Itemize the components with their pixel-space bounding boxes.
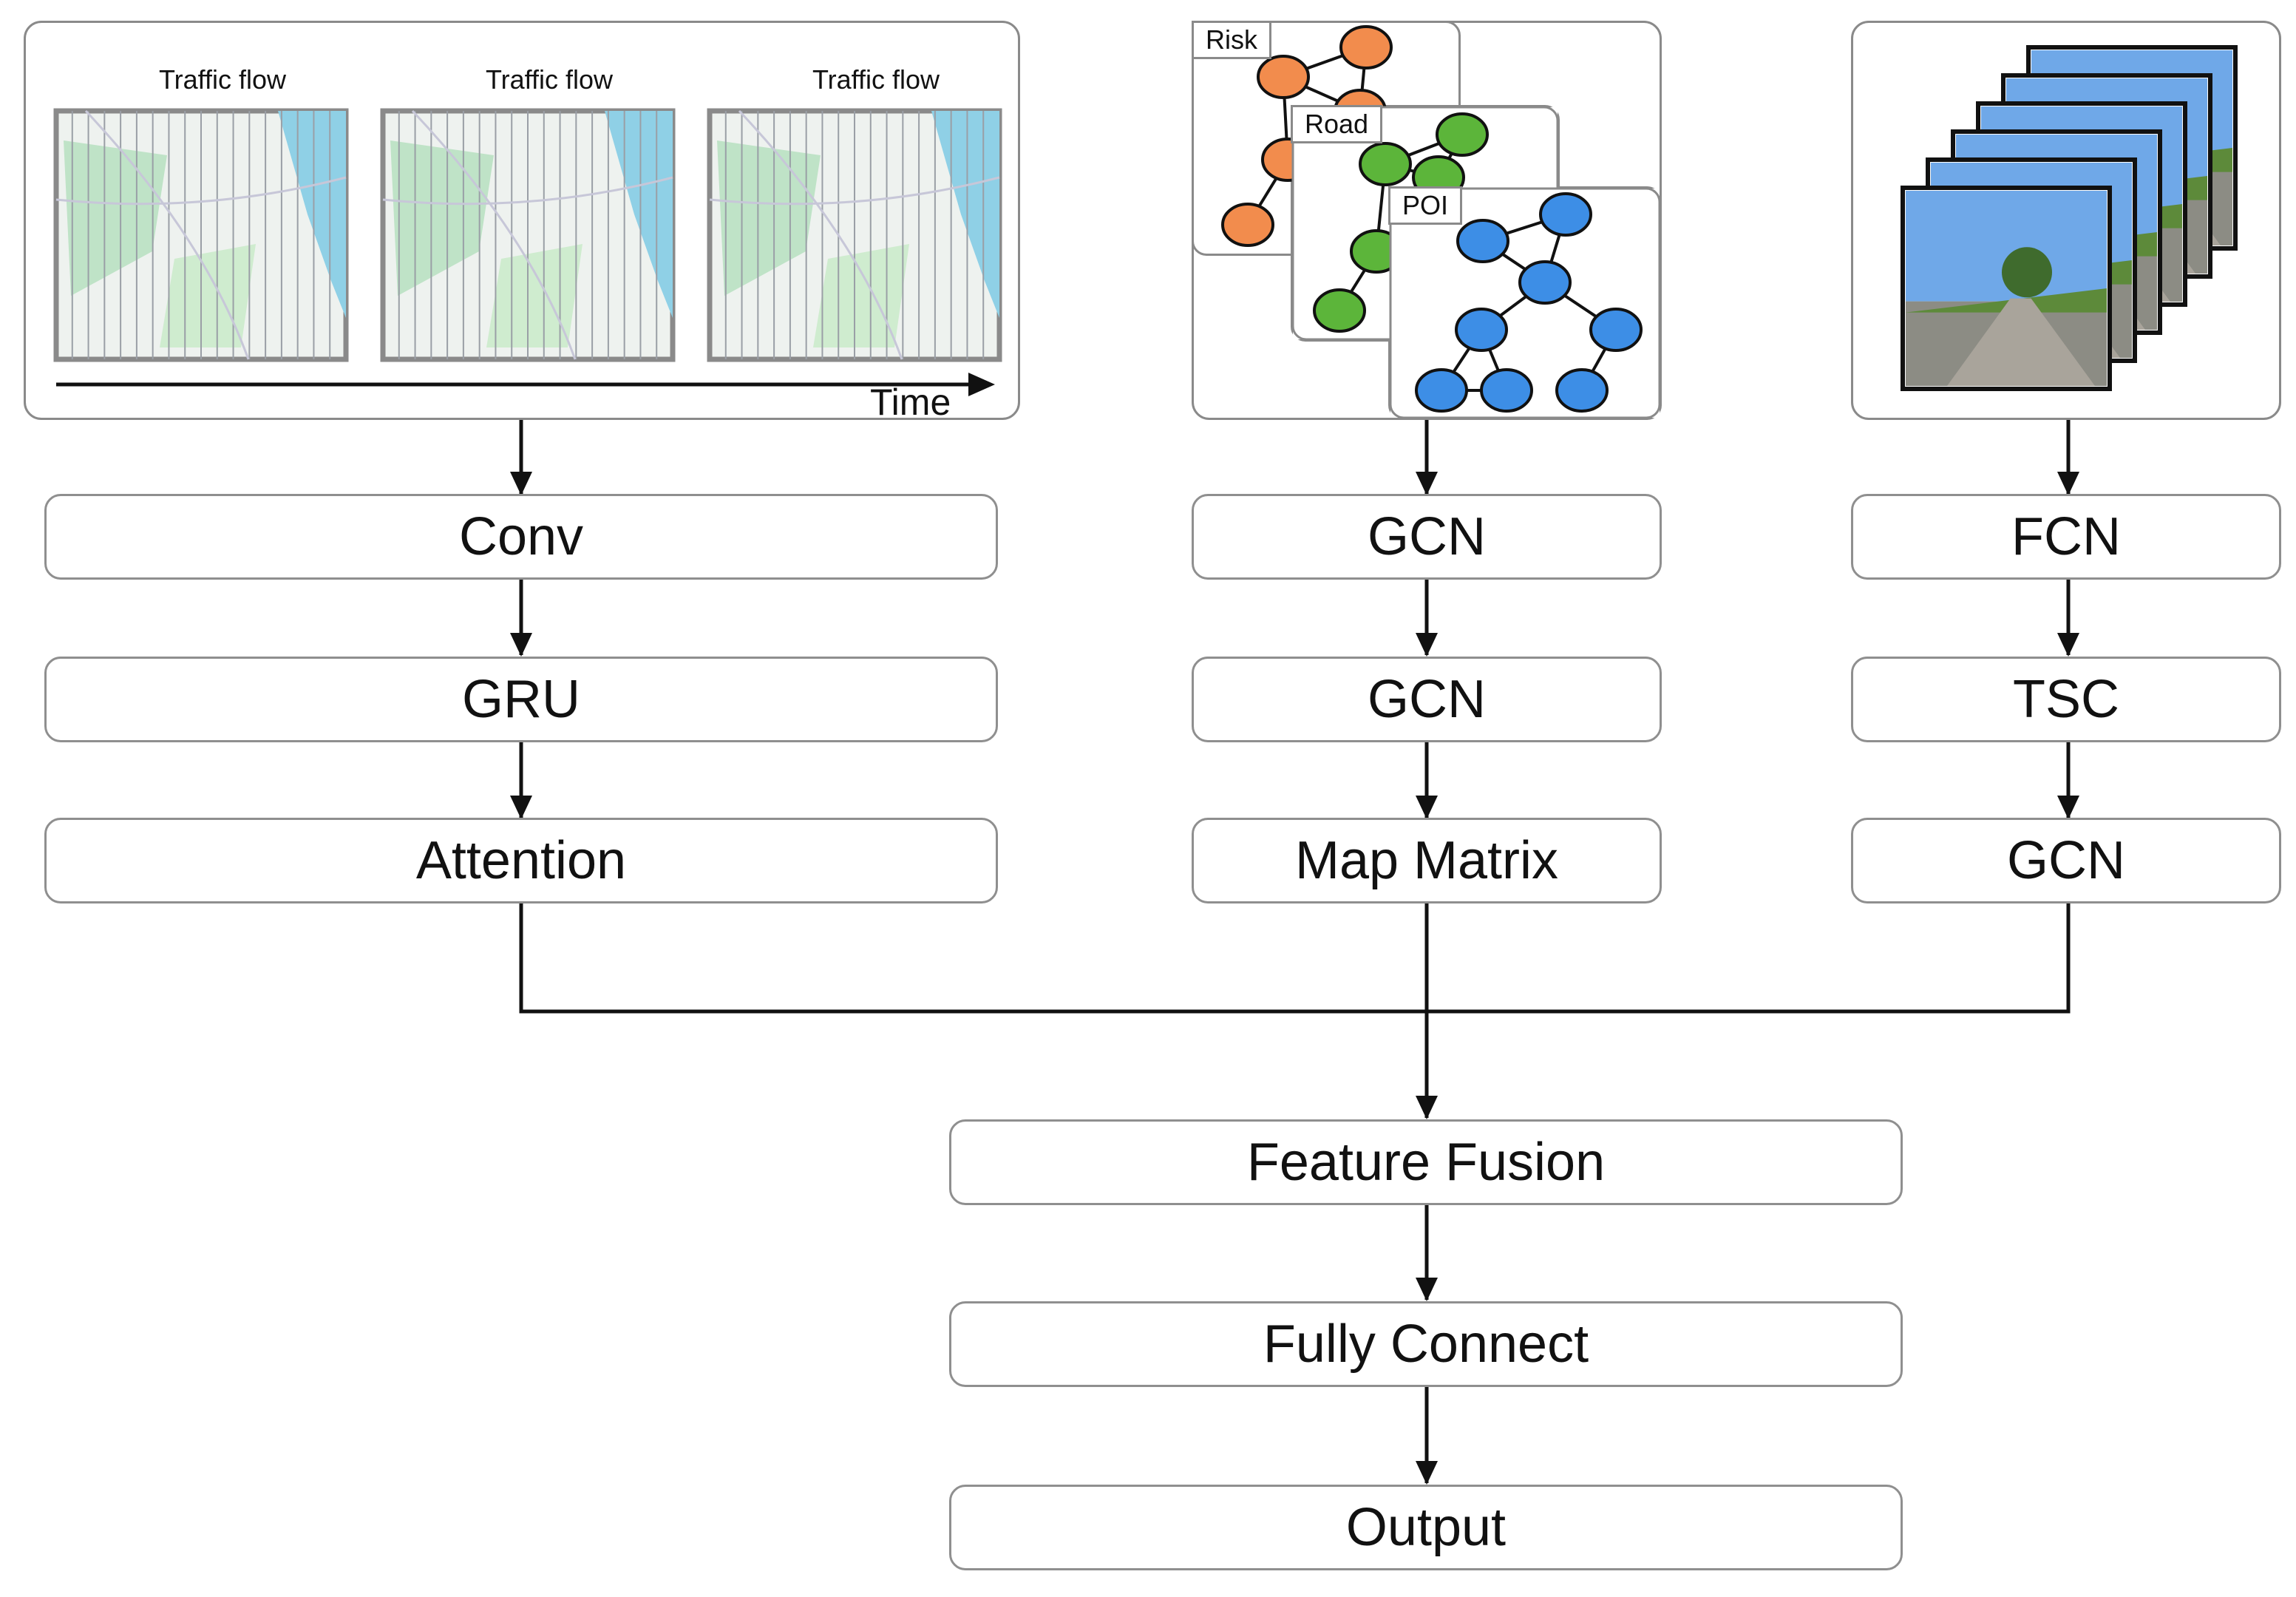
poi-graph xyxy=(1415,192,1643,413)
traffic-flow-label-2: Traffic flow xyxy=(485,64,614,95)
risk-node-2 xyxy=(1257,55,1310,99)
traffic-map-3 xyxy=(707,108,1002,362)
attention-box: Attention xyxy=(44,818,998,903)
poi-node-8 xyxy=(1555,368,1609,413)
poi-node-5 xyxy=(1589,308,1643,352)
poi-node-7 xyxy=(1480,368,1533,413)
time-axis-arrowhead xyxy=(968,373,995,396)
risk-graph-label: Risk xyxy=(1192,21,1271,59)
traffic-flow-label-3: Traffic flow xyxy=(812,64,940,95)
time-axis-label: Time xyxy=(870,382,951,423)
output-box: Output xyxy=(949,1485,1903,1570)
fcn-box: FCN xyxy=(1851,494,2281,580)
poi-node-1 xyxy=(1456,219,1509,263)
poi-node-6 xyxy=(1415,368,1468,413)
tsc-box: TSC xyxy=(1851,657,2281,742)
road-graph-label: Road xyxy=(1291,105,1383,143)
gcn-box-1: GCN xyxy=(1192,494,1662,580)
risk-graph xyxy=(1221,25,1393,247)
risk-node-4 xyxy=(1221,203,1274,247)
street-image-6 xyxy=(1901,186,2112,391)
poi-node-2 xyxy=(1539,192,1592,237)
poi-node-3 xyxy=(1518,260,1572,305)
map-matrix-box: Map Matrix xyxy=(1192,818,1662,903)
feature-fusion-box: Feature Fusion xyxy=(949,1119,1903,1205)
poi-graph-label: POI xyxy=(1388,186,1463,225)
conv-box: Conv xyxy=(44,494,998,580)
traffic-map-2 xyxy=(380,108,676,362)
gcn-box-2: GCN xyxy=(1192,657,1662,742)
gru-box: GRU xyxy=(44,657,998,742)
risk-node-1 xyxy=(1339,25,1393,69)
road-node-2 xyxy=(1359,142,1412,186)
fully-connect-box: Fully Connect xyxy=(949,1301,1903,1387)
merge-line-left xyxy=(519,903,1427,1014)
poi-node-4 xyxy=(1455,308,1508,352)
image-stack xyxy=(1901,45,2238,391)
image-gcn-box: GCN xyxy=(1851,818,2281,903)
traffic-flow-label-1: Traffic flow xyxy=(158,64,287,95)
road-node-1 xyxy=(1436,112,1489,157)
traffic-map-1 xyxy=(53,108,349,362)
merge-line-right xyxy=(1427,903,2071,1014)
road-node-4 xyxy=(1313,288,1366,333)
